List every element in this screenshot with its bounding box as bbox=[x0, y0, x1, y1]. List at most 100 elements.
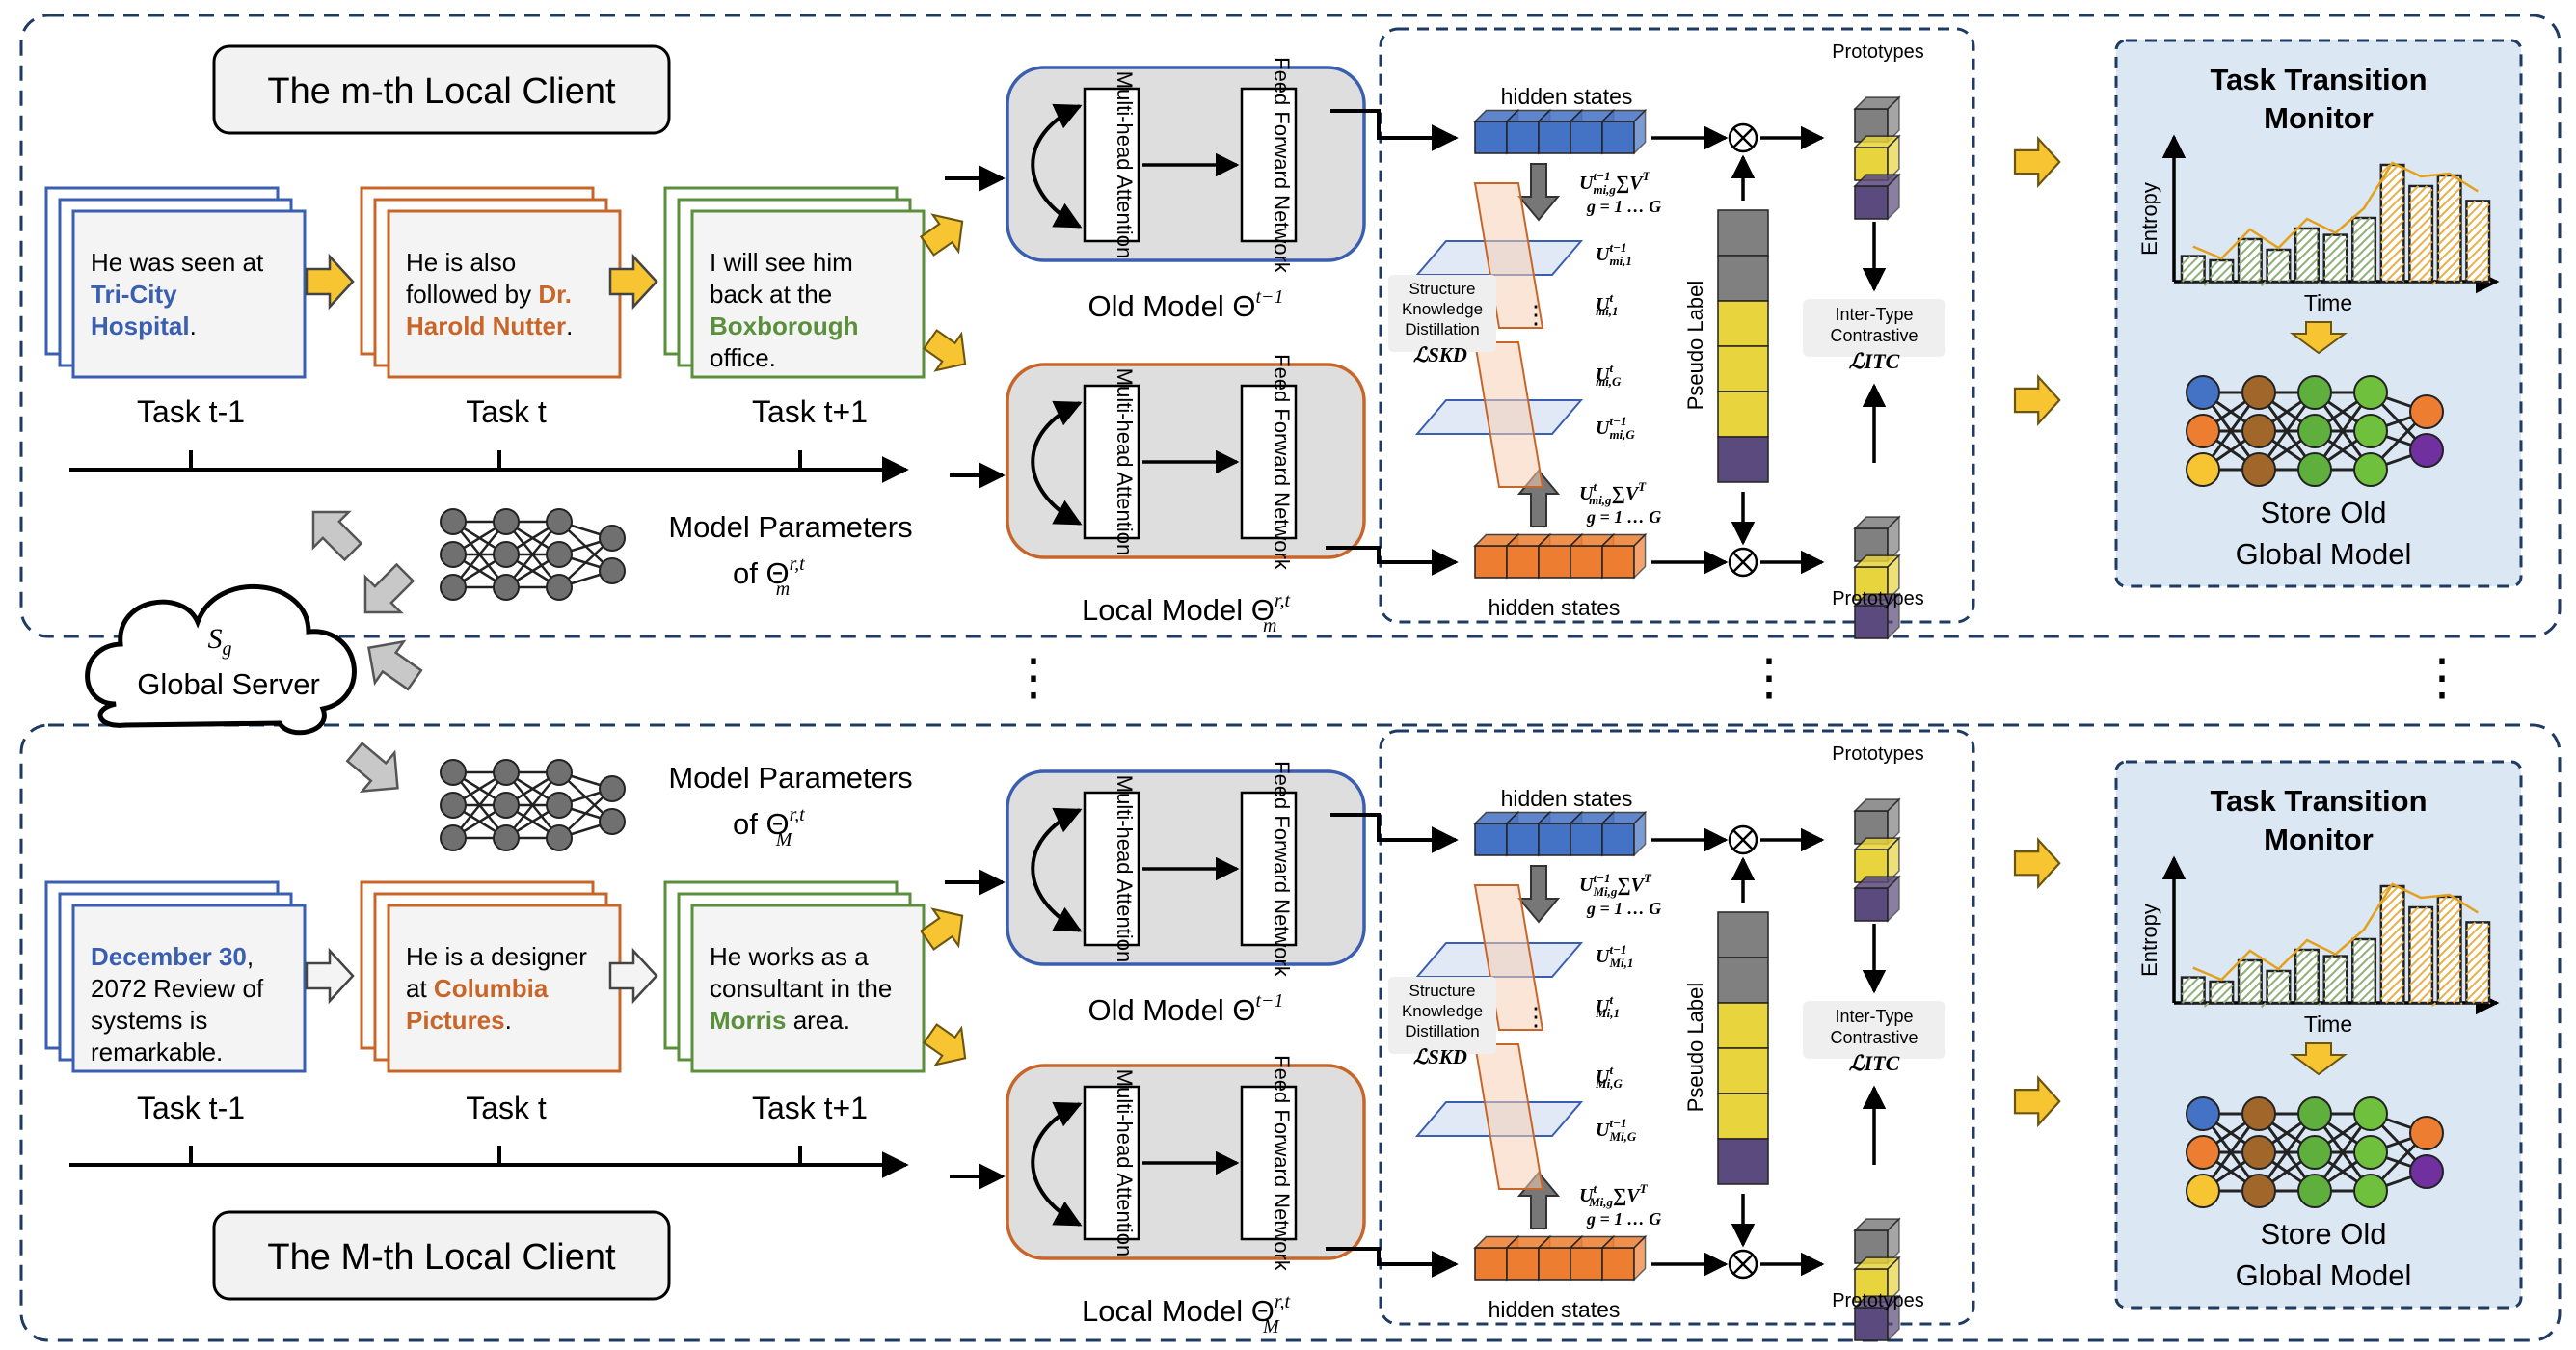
entropy-bar-hatch bbox=[2351, 220, 2376, 245]
entropy-bar-hatch bbox=[2380, 932, 2405, 957]
pseudo-label-cell bbox=[1717, 300, 1769, 347]
hidden-state-cube-old bbox=[1569, 108, 1616, 155]
entropy-bar-hatch bbox=[2380, 958, 2405, 983]
plane-label-base: U bbox=[1596, 418, 1611, 439]
server-label: Global Server bbox=[137, 667, 320, 701]
task-label: Task t bbox=[466, 394, 547, 429]
entropy-bar-hatch bbox=[2380, 897, 2405, 922]
network-edge bbox=[505, 521, 560, 588]
svd-sup: t bbox=[1593, 479, 1597, 494]
entropy-bar-hatch bbox=[2437, 899, 2462, 924]
monitor-title-1: Task Transition bbox=[2210, 63, 2427, 96]
distillation-panel-border bbox=[1379, 27, 1975, 624]
pseudo-label-cell bbox=[1717, 209, 1769, 256]
entropy-bar-hatch bbox=[2366, 272, 2376, 283]
task-text-plain: He was seen at bbox=[91, 248, 264, 277]
prototype-local-yellow bbox=[1853, 1256, 1901, 1304]
cube-side bbox=[1887, 592, 1900, 640]
local_model-attention-block bbox=[1083, 1085, 1140, 1241]
svd-sup: T bbox=[1640, 1181, 1649, 1196]
old_model-ffn-label: Feed Forward Network bbox=[1270, 57, 1294, 274]
cube-front bbox=[1601, 545, 1635, 579]
doc-front bbox=[71, 209, 307, 379]
entropy-bar-hatch bbox=[2437, 942, 2462, 967]
entropy-bar-hatch bbox=[2408, 223, 2433, 248]
skd-loss: ℒSKD bbox=[1413, 1045, 1467, 1068]
ellipsis-middle: ⋮ bbox=[1744, 650, 1794, 706]
svd-sub: Mi,g bbox=[1588, 1195, 1613, 1209]
network-node bbox=[599, 775, 626, 802]
entropy-bar-hatch bbox=[2351, 237, 2376, 262]
entropy-bar-hatch bbox=[2459, 281, 2463, 284]
entropy-label: Entropy bbox=[2137, 182, 2161, 256]
entropy-bar-hatch bbox=[2408, 909, 2433, 934]
plane-label-sup: t−1 bbox=[1609, 414, 1626, 428]
itc-loss: ℒITC bbox=[1849, 1051, 1900, 1075]
entropy-bar-hatch bbox=[2357, 263, 2376, 283]
entropy-bar-hatch bbox=[2465, 921, 2477, 932]
task-label: Task t+1 bbox=[752, 1091, 868, 1125]
to-monitor-arrow-bottom-icon bbox=[2013, 373, 2061, 427]
local_model-label-text: Local Model Θ bbox=[1082, 593, 1275, 627]
old_model-attention-block bbox=[1083, 87, 1140, 243]
entropy-bar-hatch bbox=[2351, 229, 2376, 254]
plane-label-base: U bbox=[1596, 946, 1611, 967]
prototype-local-yellow bbox=[1853, 554, 1901, 602]
skd-line1: Structure bbox=[1409, 280, 1476, 298]
local_model-ffn-block bbox=[1240, 1085, 1298, 1241]
entropy-bar-hatch bbox=[2198, 276, 2206, 283]
cube-front bbox=[1538, 545, 1571, 579]
entropy-bar-hatch bbox=[2465, 200, 2485, 220]
network-node bbox=[546, 508, 573, 535]
entropy-bar-hatch bbox=[2222, 992, 2234, 1004]
entropy-bar-hatch bbox=[2402, 1001, 2405, 1004]
old_model-label-sup: t−1 bbox=[1255, 990, 1283, 1012]
network-node bbox=[2297, 1174, 2332, 1208]
model-params-sup: r,t bbox=[790, 554, 806, 575]
entropy-bar-hatch bbox=[2198, 997, 2206, 1004]
entropy-bar-hatch bbox=[2380, 966, 2405, 991]
entropy-bar-hatch bbox=[2323, 958, 2348, 984]
entropy-bar-hatch bbox=[2465, 256, 2490, 281]
cube-front bbox=[1474, 1247, 1508, 1281]
plane-label-sub: Mi,G bbox=[1595, 1076, 1623, 1091]
entropy-bar-hatch bbox=[2181, 976, 2191, 987]
entropy-bar-hatch bbox=[2444, 986, 2462, 1004]
network-node bbox=[2186, 1135, 2220, 1170]
entropy-bar-hatch bbox=[2437, 175, 2456, 194]
entropy-bar-hatch bbox=[2351, 941, 2376, 966]
plane-label-sub: Mi,1 bbox=[1608, 956, 1633, 970]
network-node bbox=[599, 808, 626, 835]
entropy-bar-hatch bbox=[2380, 164, 2391, 175]
network-node bbox=[2186, 375, 2220, 410]
entropy-bar-hatch bbox=[2209, 981, 2220, 991]
entropy-bar-hatch bbox=[2408, 185, 2420, 196]
entropy-trend-line bbox=[2192, 161, 2479, 260]
entropy-bar-hatch bbox=[2294, 969, 2320, 994]
entropy-bar-hatch bbox=[2488, 1002, 2491, 1005]
entropy-bar-hatch bbox=[2266, 970, 2277, 981]
hidden-state-cube-old bbox=[1600, 810, 1648, 857]
entropy-bar-hatch bbox=[2426, 996, 2433, 1004]
entropy-bar-hatch bbox=[2318, 281, 2321, 285]
svd-sup: t bbox=[1593, 1181, 1597, 1196]
entropy-bar-hatch bbox=[2294, 228, 2314, 247]
entropy-bar-hatch bbox=[2437, 212, 2462, 237]
network-node bbox=[2297, 1096, 2332, 1131]
task-text-plain: at bbox=[406, 974, 434, 1003]
cube-front bbox=[1570, 545, 1603, 579]
entropy-bar-hatch bbox=[2268, 982, 2291, 1004]
network-node bbox=[546, 759, 573, 786]
svd-range-top: g = 1 … G bbox=[1586, 197, 1661, 216]
task-text-plain: . bbox=[505, 1006, 512, 1035]
local_model-attention-label: Multi-head Attention bbox=[1113, 1069, 1137, 1256]
itc-loss: ℒITC bbox=[1849, 349, 1900, 373]
monitor-title-2: Monitor bbox=[2264, 823, 2374, 856]
entropy-bar-hatch bbox=[2465, 959, 2490, 985]
hidden-states-top: hidden states bbox=[1501, 786, 1633, 811]
